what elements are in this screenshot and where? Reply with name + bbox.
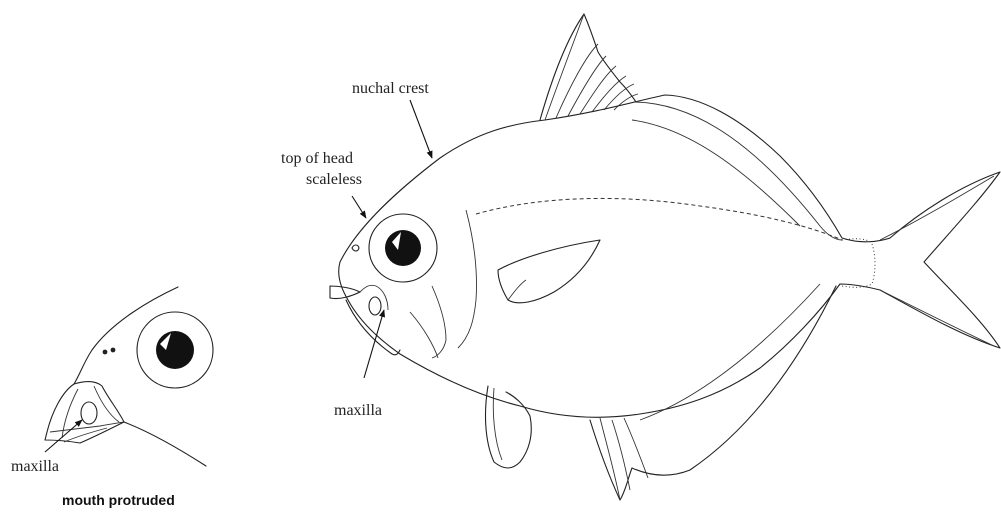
inset-eye-pupil: [156, 331, 194, 369]
nostril-1: [103, 350, 108, 355]
top-of-head-label-line2: scaleless: [306, 171, 362, 188]
inset-caption: mouth protruded: [62, 492, 175, 508]
nuchal-crest-label: nuchal crest: [352, 80, 429, 97]
inset-maxilla: [81, 402, 97, 424]
fish-body-drawing: [330, 14, 1000, 500]
main-maxilla: [369, 297, 381, 315]
inset-maxilla-label: maxilla: [11, 458, 59, 475]
maxilla-arrow: [364, 310, 384, 378]
top-of-head-label-line1: top of head: [281, 150, 353, 167]
main-eye-pupil: [385, 230, 421, 266]
inset-head-drawing: [45, 287, 213, 466]
top-of-head-arrow: [352, 196, 366, 218]
inset-maxilla-arrow: [45, 420, 82, 452]
nuchal-crest-arrow: [410, 100, 432, 158]
maxilla-label: maxilla: [334, 402, 382, 419]
nostril-2: [111, 348, 116, 353]
